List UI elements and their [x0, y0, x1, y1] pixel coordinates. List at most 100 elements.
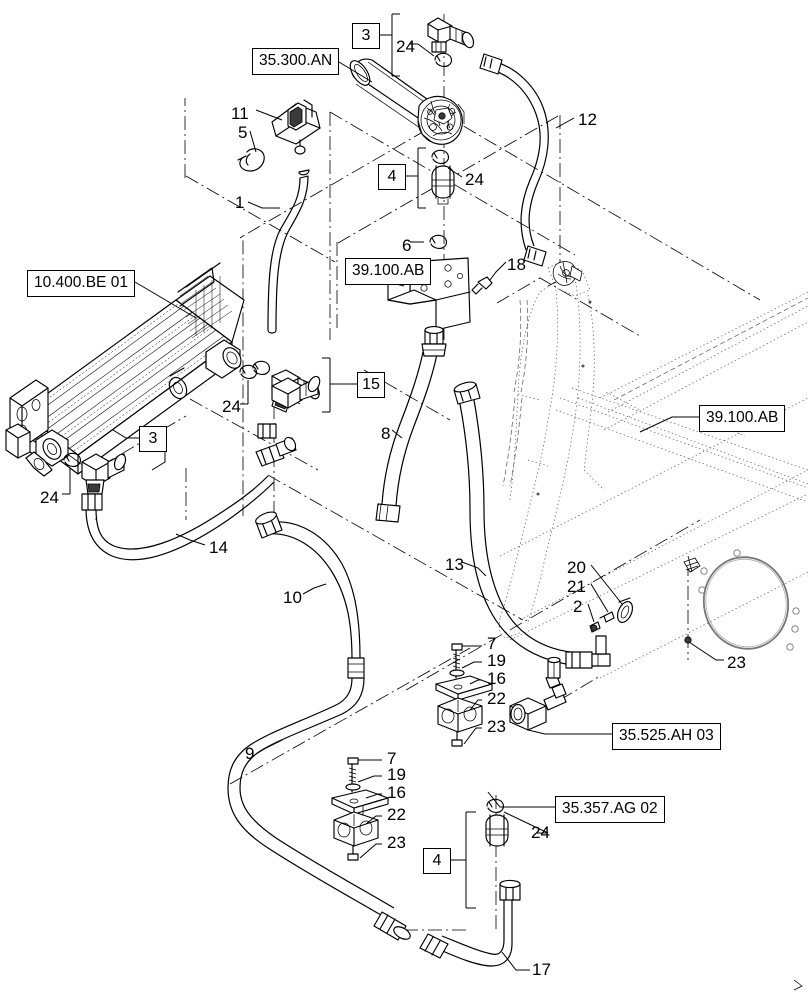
- callout-7-lower[interactable]: 7: [387, 750, 396, 767]
- callout-text: 23: [727, 653, 746, 672]
- callout-16-lower[interactable]: 16: [387, 784, 406, 801]
- group-label: 4: [387, 168, 397, 185]
- callout-2[interactable]: 2: [573, 598, 582, 615]
- clip-5: [237, 148, 265, 172]
- callout-23-lower[interactable]: 23: [387, 834, 406, 851]
- callout-14[interactable]: 14: [209, 539, 228, 556]
- callout-text: 14: [209, 538, 228, 557]
- oil-cooler-assembly: [5, 262, 245, 477]
- callout-leaders: [62, 43, 575, 971]
- bottom-plug-assembly: [485, 798, 509, 847]
- callout-text: 10: [283, 588, 302, 607]
- callout-24-cooler[interactable]: 24: [222, 398, 241, 415]
- hardware-20-21-2: [587, 564, 634, 633]
- callout-23-upper[interactable]: 23: [487, 718, 506, 735]
- oring-6: [429, 234, 448, 249]
- callout-24-bottom[interactable]: 24: [531, 824, 550, 841]
- ref-box-39-100-ab-left[interactable]: 39.100.AB: [345, 258, 432, 285]
- callout-text: 16: [387, 783, 406, 802]
- callout-16-upper[interactable]: 16: [487, 670, 506, 687]
- callout-7-upper[interactable]: 7: [487, 635, 496, 652]
- bolt-23-right: [684, 636, 724, 661]
- callout-text: 7: [487, 634, 497, 653]
- ref-box-35-357-ag-02[interactable]: 35.357.AG 02: [555, 796, 665, 823]
- callout-1[interactable]: 1: [235, 194, 244, 211]
- callout-24-elbow[interactable]: 24: [40, 489, 59, 506]
- callout-19-upper[interactable]: 19: [487, 652, 506, 669]
- ref-label: 35.300.AN: [259, 52, 333, 69]
- frame-small-bracket: [683, 555, 701, 573]
- callout-text: 19: [487, 651, 506, 670]
- ref-label: 39.100.AB: [352, 262, 425, 279]
- callout-text: 16: [487, 669, 506, 688]
- callout-6[interactable]: 6: [402, 237, 411, 254]
- callout-text: 6: [402, 236, 412, 255]
- callout-text: 1: [235, 193, 245, 212]
- callout-21[interactable]: 21: [567, 578, 586, 595]
- hose-13: [453, 381, 611, 669]
- clamp-assembly-lower: [331, 757, 389, 861]
- group-label: 3: [148, 430, 158, 447]
- group-box-15[interactable]: 15: [357, 372, 385, 398]
- hose-10: [255, 511, 365, 679]
- group-box-3-top[interactable]: 3: [352, 23, 380, 49]
- callout-text: 24: [531, 823, 550, 842]
- callout-text: 9: [245, 744, 255, 763]
- callout-22-upper[interactable]: 22: [487, 690, 506, 707]
- callout-10[interactable]: 10: [283, 589, 302, 606]
- ref-box-39-100-ab-right[interactable]: 39.100.AB: [699, 405, 786, 432]
- callout-24-top[interactable]: 24: [396, 38, 415, 55]
- callout-text: 13: [445, 555, 464, 574]
- elbow-fitting-cooler: [239, 364, 321, 409]
- hydraulic-filter-assembly: [349, 17, 475, 249]
- group-box-3-left[interactable]: 3: [139, 426, 167, 452]
- callout-text: 23: [387, 833, 406, 852]
- callout-18[interactable]: 18: [507, 256, 526, 273]
- callout-22-lower[interactable]: 22: [387, 806, 406, 823]
- callout-text: 11: [231, 104, 249, 123]
- callout-9[interactable]: 9: [245, 745, 254, 762]
- group-label: 4: [432, 852, 442, 869]
- ref-box-35-300-an[interactable]: 35.300.AN: [252, 48, 340, 75]
- group-box-4-bottom[interactable]: 4: [423, 848, 451, 874]
- hose-12: [479, 53, 549, 267]
- callout-8[interactable]: 8: [381, 425, 390, 442]
- callout-23-right[interactable]: 23: [727, 654, 746, 671]
- hose-14: [63, 436, 297, 561]
- top-elbow-fitting: [427, 17, 475, 67]
- filter-head: [417, 95, 465, 145]
- hose-1: [267, 169, 310, 334]
- callout-24-mid[interactable]: 24: [465, 171, 484, 188]
- reference-leaders: [134, 58, 699, 808]
- hose-8: [375, 326, 447, 523]
- hose-9: [227, 677, 411, 941]
- bolt-18: [471, 276, 493, 295]
- ref-box-35-525-ah-03[interactable]: 35.525.AH 03: [612, 723, 721, 750]
- group-label: 15: [362, 376, 380, 393]
- group-box-4-top[interactable]: 4: [378, 164, 406, 190]
- callout-5[interactable]: 5: [238, 124, 247, 141]
- ref-box-10-400-be-01[interactable]: 10.400.BE 01: [27, 270, 135, 297]
- callout-text: 21: [567, 577, 586, 596]
- callout-text: 24: [40, 488, 59, 507]
- ref-label: 39.100.AB: [706, 409, 779, 426]
- callout-text: 8: [381, 424, 391, 443]
- callout-13[interactable]: 13: [445, 556, 464, 573]
- callout-text: 5: [238, 123, 248, 142]
- callout-19-lower[interactable]: 19: [387, 766, 406, 783]
- callout-20[interactable]: 20: [567, 559, 586, 576]
- callout-text: 24: [222, 397, 241, 416]
- elbow-fitting-left: [63, 452, 127, 495]
- callout-11[interactable]: 11: [231, 105, 249, 122]
- callout-text: 23: [487, 717, 506, 736]
- callout-17[interactable]: 17: [532, 961, 551, 978]
- callout-text: 24: [396, 37, 415, 56]
- hose-clamp-11: [271, 99, 321, 155]
- assembly-centerlines: [95, 14, 761, 931]
- callout-12[interactable]: 12: [578, 111, 597, 128]
- ref-label: 35.525.AH 03: [619, 727, 714, 744]
- callout-text: 19: [387, 765, 406, 784]
- ref-label: 35.357.AG 02: [562, 800, 658, 817]
